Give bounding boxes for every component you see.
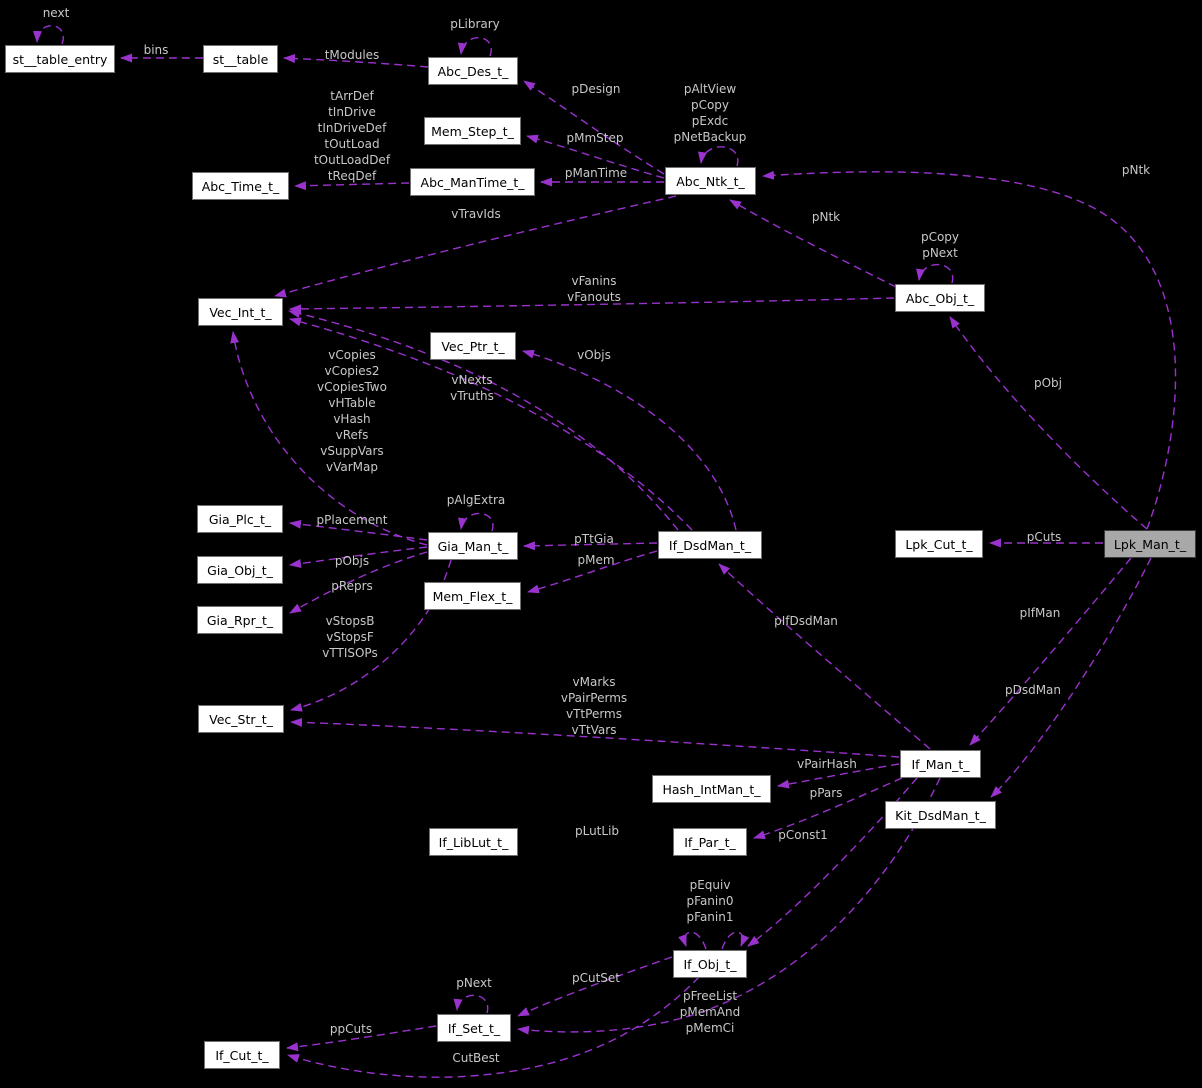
edge-pNtk-from-lpk (762, 170, 1177, 530)
edge-pObjs (289, 546, 428, 568)
edge-vNexts (288, 309, 679, 531)
edge-pReprs (289, 551, 428, 614)
graph-node-if-par[interactable]: If_Par_t_ (673, 828, 747, 856)
edge-vTruths (289, 317, 693, 531)
edge-ifobj-self-right (721, 931, 750, 950)
graph-node-if-set[interactable]: If_Set_t_ (437, 1014, 511, 1042)
edge-ifobj-self-left (678, 931, 707, 950)
graph-node-abc-time[interactable]: Abc_Time_t_ (192, 172, 289, 200)
graph-node-if-cut[interactable]: If_Cut_t_ (204, 1041, 280, 1069)
graph-node-kit-dsdman[interactable]: Kit_DsdMan_t_ (885, 801, 996, 829)
edge-pNtk-from-obj (729, 199, 897, 288)
edge-pCutSet (517, 956, 673, 1017)
graph-node-lpk-man[interactable]: Lpk_Man_t_ (1104, 530, 1196, 558)
graph-node-gia-rpr[interactable]: Gia_Rpr_t_ (197, 606, 283, 634)
edge-pLibrary-self (457, 37, 492, 57)
edge-pFreeList (517, 777, 941, 1035)
graph-node-abc-obj[interactable]: Abc_Obj_t_ (895, 284, 985, 312)
edge-vMarks (290, 717, 900, 758)
graph-node-abc-des[interactable]: Abc_Des_t_ (428, 57, 518, 85)
edge-pIfMan (969, 557, 1132, 746)
edge-tModules (283, 53, 429, 68)
edge-pPars (753, 777, 903, 840)
edge-vFanins (289, 297, 895, 314)
edge-pMmStep (526, 134, 665, 179)
graph-node-abc-ntk[interactable]: Abc_Ntk_t_ (665, 167, 756, 195)
edge-pMem (527, 550, 658, 594)
edge-pObj (949, 316, 1148, 530)
edge-vTravIds (274, 195, 677, 298)
edge-pAlgExtra-self (458, 512, 494, 532)
edge-pTtGia (523, 541, 658, 551)
graph-node-gia-man[interactable]: Gia_Man_t_ (428, 532, 518, 560)
edge-pDsdMan (990, 557, 1152, 798)
edge-ppCuts (286, 1025, 437, 1052)
edge-pIfDsdMan (718, 563, 931, 750)
edge-vCopies (230, 331, 428, 546)
graph-node-hash-intman[interactable]: Hash_IntMan_t_ (652, 775, 771, 803)
graph-node-if-liblut[interactable]: If_LibLut_t_ (429, 828, 518, 856)
graph-node-gia-obj[interactable]: Gia_Obj_t_ (197, 556, 283, 584)
graph-node-mem-step[interactable]: Mem_Step_t_ (424, 117, 521, 145)
edge-vPairHash (777, 763, 900, 789)
edge-next-self (32, 25, 64, 45)
graph-node-st-table[interactable]: st__table (203, 45, 278, 73)
graph-node-if-dsdman[interactable]: If_DsdMan_t_ (658, 531, 762, 559)
edge-pDesign (523, 80, 665, 175)
graph-node-if-man[interactable]: If_Man_t_ (900, 750, 981, 778)
edge-ntk-self (697, 146, 739, 167)
graph-node-gia-plc[interactable]: Gia_Plc_t_ (197, 505, 283, 533)
graph-node-mem-flex[interactable]: Mem_Flex_t_ (424, 582, 521, 610)
graph-node-vec-ptr[interactable]: Vec_Ptr_t_ (430, 332, 516, 360)
graph-node-st-table-entry[interactable]: st__table_entry (5, 45, 115, 73)
graph-node-lpk-cut[interactable]: Lpk_Cut_t_ (895, 530, 983, 558)
graph-node-if-obj[interactable]: If_Obj_t_ (673, 950, 747, 978)
edge-obj-self (916, 263, 954, 284)
edge-pNext-self (453, 994, 489, 1014)
edge-vObjs (522, 349, 737, 531)
edge-time-fields (294, 181, 410, 191)
edge-CutBest (287, 976, 700, 1078)
edge-pPlacement (289, 519, 428, 541)
graph-node-abc-mantime[interactable]: Abc_ManTime_t_ (410, 168, 535, 196)
graph-node-vec-int[interactable]: Vec_Int_t_ (198, 298, 283, 326)
graph-node-vec-str[interactable]: Vec_Str_t_ (198, 705, 284, 733)
